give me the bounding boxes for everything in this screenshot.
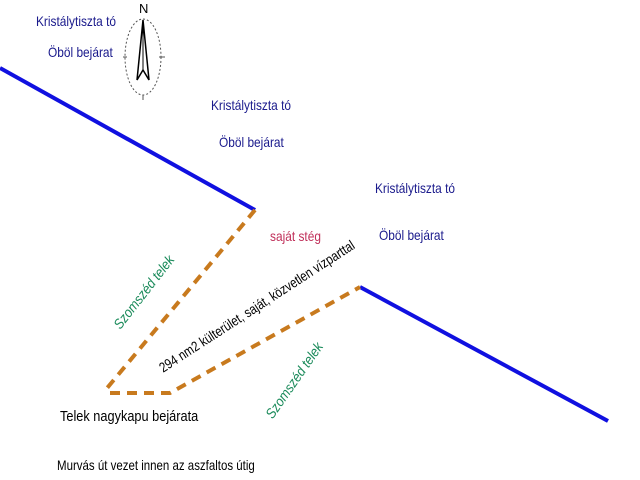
shoreline-left — [0, 66, 256, 212]
lake-label-sub: Öböl bejárat — [48, 44, 113, 60]
compass-north-letter: N — [139, 1, 149, 16]
lake-label-sub: Öböl bejárat — [379, 227, 444, 243]
lake-label-sub: Öböl bejárat — [219, 134, 284, 150]
lake-label-name: Kristálytiszta tó — [36, 13, 117, 29]
plot-boundary-bottom — [110, 285, 361, 395]
own-pier-label: saját stég — [270, 228, 321, 244]
lake-label-name: Kristálytiszta tó — [375, 180, 456, 196]
lake-label-name: Kristálytiszta tó — [211, 97, 292, 113]
plot-boundary-left — [101, 208, 257, 395]
gate-label: Telek nagykapu bejárata — [60, 408, 199, 425]
road-note: Murvás út vezet innen az aszfaltos útig — [57, 457, 255, 473]
compass-icon — [123, 18, 165, 100]
shoreline-right — [359, 285, 609, 423]
